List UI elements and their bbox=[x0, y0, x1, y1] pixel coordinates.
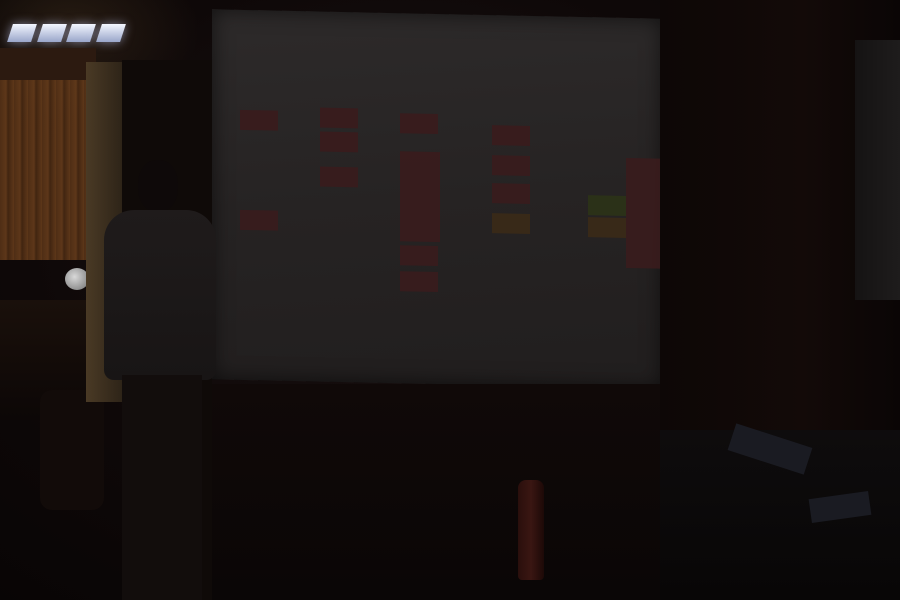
light-tube bbox=[95, 24, 125, 42]
sticky-note bbox=[588, 195, 626, 216]
person-legs bbox=[122, 375, 202, 600]
desk-lamp bbox=[65, 268, 89, 290]
light-tube bbox=[36, 24, 66, 42]
sticky-note bbox=[400, 271, 438, 293]
person-silhouette bbox=[100, 150, 220, 600]
floor bbox=[212, 384, 662, 600]
sticky-note bbox=[492, 155, 530, 176]
person-head bbox=[138, 160, 178, 212]
sticky-note bbox=[400, 151, 440, 243]
sticky-note bbox=[240, 209, 278, 231]
sticky-note bbox=[588, 217, 626, 238]
back-wall-top bbox=[0, 48, 96, 80]
sticky-note bbox=[240, 109, 278, 131]
sticky-note bbox=[400, 245, 438, 267]
presentation-board bbox=[212, 9, 666, 389]
person-torso bbox=[104, 210, 216, 380]
chair bbox=[40, 390, 104, 510]
sticky-note bbox=[492, 213, 530, 234]
sticky-note bbox=[320, 131, 358, 153]
bottle bbox=[518, 480, 544, 580]
curtain bbox=[855, 40, 900, 300]
sticky-note bbox=[400, 113, 438, 135]
light-tube bbox=[7, 24, 37, 42]
sticky-note bbox=[492, 125, 530, 146]
wood-paneled-wall bbox=[0, 80, 86, 260]
sticky-note bbox=[320, 107, 358, 129]
light-tube bbox=[66, 24, 96, 42]
sticky-note bbox=[320, 166, 358, 188]
sticky-note bbox=[492, 183, 530, 204]
ceiling-light bbox=[7, 24, 125, 42]
